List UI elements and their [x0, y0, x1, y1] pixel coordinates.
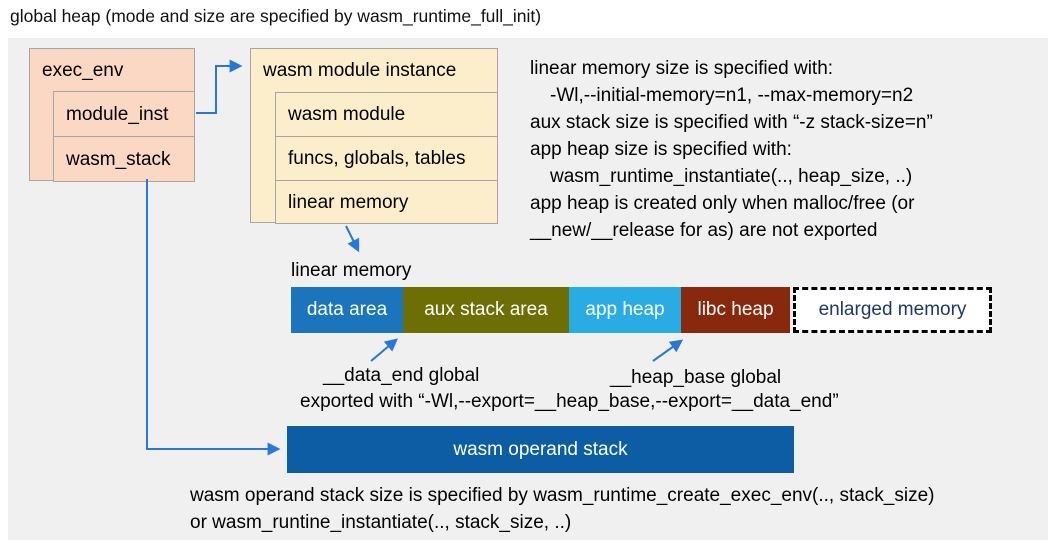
- export-flags-label: exported with “-Wl,--export=__heap_base,…: [300, 391, 839, 412]
- note-line: -Wl,--initial-memory=n1, --max-memory=n2: [550, 85, 914, 106]
- wasm-operand-stack-bar: wasm operand stack: [287, 426, 794, 473]
- linear-memory-label: linear memory: [291, 260, 412, 281]
- segment-aux-stack-area: aux stack area: [403, 287, 569, 333]
- note-line: or wasm_runtine_instantiate(.., stack_si…: [190, 512, 572, 533]
- module-instance-row-wasm-module: wasm module: [275, 92, 498, 137]
- note-line: wasm operand stack size is specified by …: [190, 485, 935, 506]
- note-line: aux stack size is specified with “-z sta…: [530, 112, 933, 133]
- module-instance-row-linear-memory: linear memory: [275, 180, 498, 224]
- note-line: app heap is created only when malloc/fre…: [530, 193, 915, 214]
- exec-env-row-wasm-stack: wasm_stack: [53, 136, 195, 182]
- segment-libc-heap: libc heap: [681, 287, 790, 333]
- exec-env-header: exec_env: [42, 60, 124, 81]
- note-line: __new/__release for as) are not exported: [530, 220, 878, 241]
- diagram-title: global heap (mode and size are specified…: [10, 6, 542, 26]
- data-end-global-label: __data_end global: [323, 365, 480, 386]
- segment-data-area: data area: [291, 287, 403, 333]
- segment-enlarged-memory: enlarged memory: [793, 287, 992, 333]
- segment-app-heap: app heap: [569, 287, 681, 333]
- module-instance-box: wasm module instance wasm module funcs, …: [250, 48, 498, 224]
- module-instance-header: wasm module instance: [263, 60, 457, 81]
- note-line: app heap size is specified with:: [530, 139, 792, 160]
- exec-env-box: exec_env module_inst wasm_stack: [29, 48, 195, 182]
- module-instance-row-funcs-globals-tables: funcs, globals, tables: [275, 136, 498, 181]
- size-options-note: linear memory size is specified with: -W…: [530, 55, 1042, 244]
- exec-env-row-module-inst: module_inst: [53, 91, 195, 137]
- note-line: linear memory size is specified with:: [530, 58, 834, 79]
- note-line: wasm_runtime_instantiate(.., heap_size, …: [550, 166, 913, 187]
- heap-base-global-label: __heap_base global: [610, 367, 782, 388]
- operand-stack-note: wasm operand stack size is specified by …: [190, 482, 935, 536]
